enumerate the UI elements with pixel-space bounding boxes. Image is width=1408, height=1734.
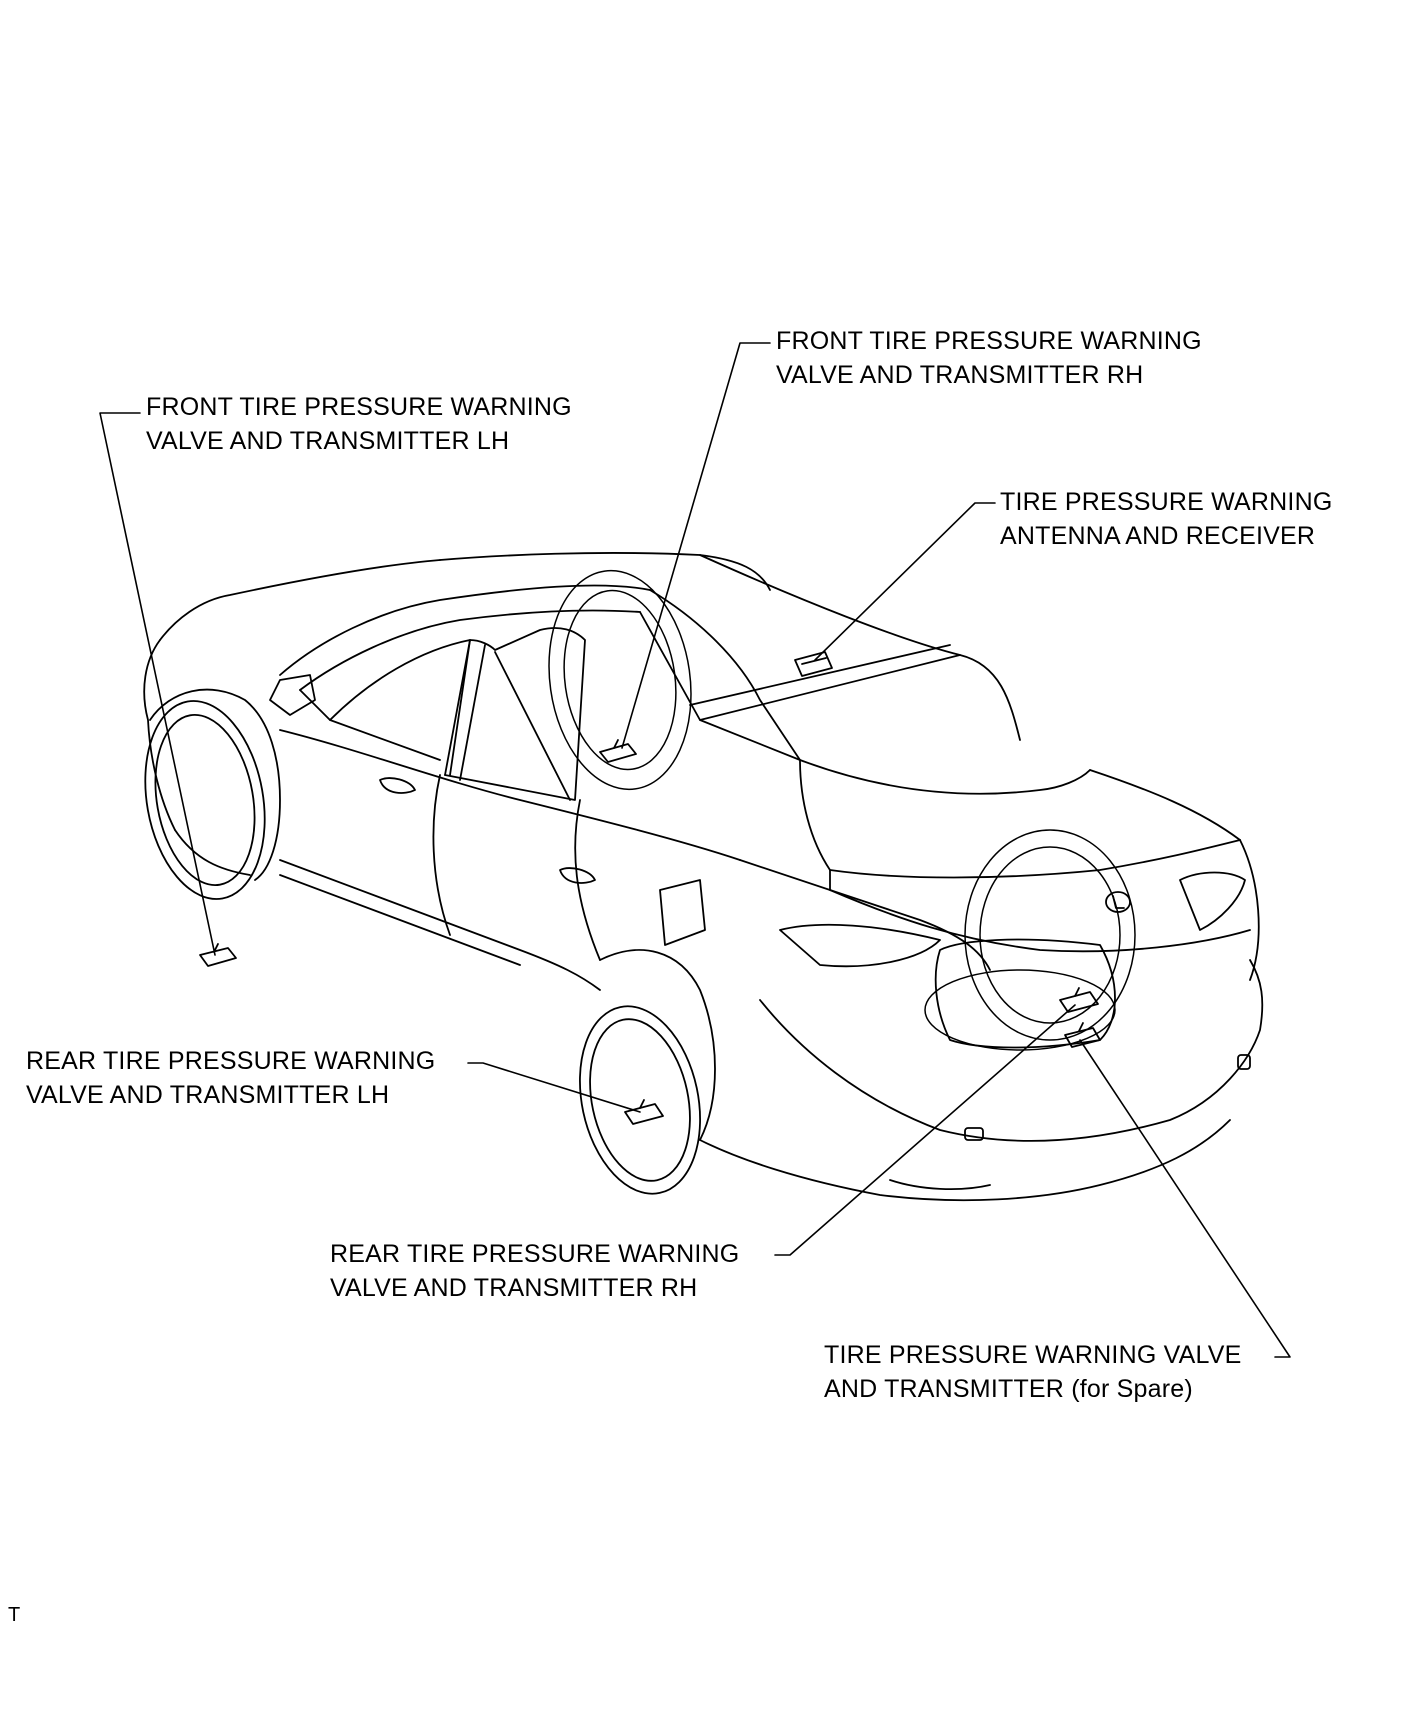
sensor-rear-rh — [1059, 987, 1099, 1013]
spare-tire — [924, 829, 1136, 1051]
label-rear-rh-line1: REAR TIRE PRESSURE WARNING — [330, 1240, 740, 1268]
antenna-receiver — [794, 651, 833, 677]
sensor-front-rh — [599, 739, 637, 763]
label-front-rh-line2: VALVE AND TRANSMITTER RH — [776, 361, 1144, 389]
leader-lines — [99, 342, 1291, 1358]
label-spare-line2: AND TRANSMITTER (for Spare) — [824, 1375, 1193, 1403]
label-spare-line1: TIRE PRESSURE WARNING VALVE — [824, 1341, 1242, 1369]
label-rear-lh-line2: VALVE AND TRANSMITTER LH — [26, 1081, 390, 1109]
car-body — [143, 552, 1264, 1202]
label-spare: TIRE PRESSURE WARNING VALVE AND TRANSMIT… — [824, 1338, 1242, 1406]
label-front-rh-line1: FRONT TIRE PRESSURE WARNING — [776, 327, 1202, 355]
label-front-lh-line2: VALVE AND TRANSMITTER LH — [146, 427, 510, 455]
sensor-spare — [1064, 1022, 1101, 1048]
label-rear-rh-line2: VALVE AND TRANSMITTER RH — [330, 1274, 698, 1302]
label-antenna-line2: ANTENNA AND RECEIVER — [1000, 522, 1316, 550]
front-right-wheel — [548, 569, 692, 791]
footer-mark: T — [8, 1604, 21, 1626]
label-front-lh: FRONT TIRE PRESSURE WARNING VALVE AND TR… — [146, 390, 572, 458]
label-front-lh-line1: FRONT TIRE PRESSURE WARNING — [146, 393, 572, 421]
sensor-rear-lh — [624, 1099, 664, 1125]
sensor-front-lh — [199, 943, 237, 967]
label-front-rh: FRONT TIRE PRESSURE WARNING VALVE AND TR… — [776, 324, 1202, 392]
label-antenna-line1: TIRE PRESSURE WARNING — [1000, 488, 1333, 516]
label-rear-rh: REAR TIRE PRESSURE WARNING VALVE AND TRA… — [330, 1237, 739, 1305]
label-rear-lh-line1: REAR TIRE PRESSURE WARNING — [26, 1047, 436, 1075]
label-antenna: TIRE PRESSURE WARNING ANTENNA AND RECEIV… — [1000, 485, 1332, 553]
label-rear-lh: REAR TIRE PRESSURE WARNING VALVE AND TRA… — [26, 1044, 435, 1112]
